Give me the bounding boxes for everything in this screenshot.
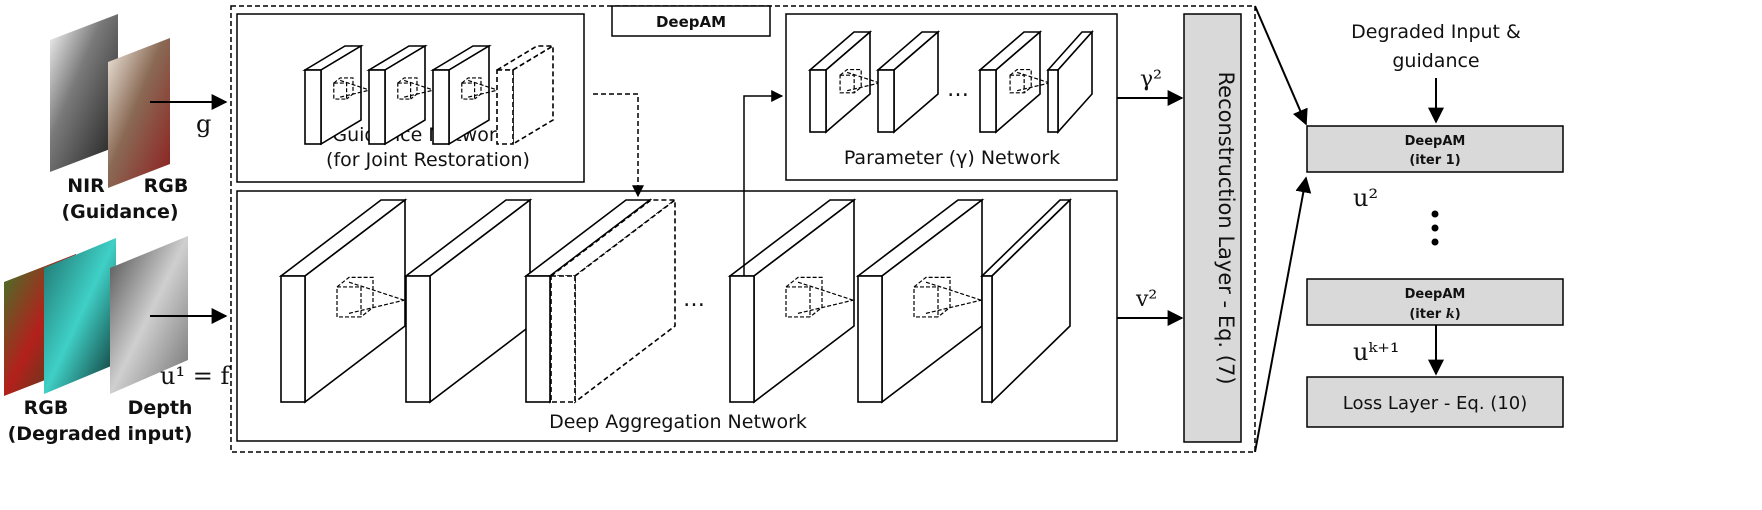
nir-label: NIR [67, 175, 105, 197]
nir-image [50, 14, 118, 172]
aggregation-network-box [236, 190, 1118, 442]
u-k-plus-1-symbol: uᵏ⁺¹ [1353, 338, 1400, 366]
guidance-block-1-kernel [333, 77, 370, 100]
deepam-title: DeepAM [656, 13, 726, 31]
guidance-block-3 [430, 44, 492, 146]
u1-equals-f-symbol: u¹ = f [160, 362, 231, 390]
aggregation-block-4-kernel [785, 276, 854, 318]
guidance-block-3-kernel [461, 77, 498, 100]
parameter-block-4 [1046, 29, 1094, 135]
guidance-network-box [236, 13, 585, 183]
aggregation-to-parameter-arrow [743, 90, 784, 276]
deepam-iterk-subtitle: (iter k) [1409, 307, 1460, 322]
parameter-network-label: Parameter (γ) Network [844, 147, 1060, 169]
guidance-block-2 [366, 44, 428, 146]
degraded-images [4, 236, 188, 396]
aggregation-network-label: Deep Aggregation Network [549, 411, 807, 433]
pipeline-input-header-line2: guidance [1392, 50, 1479, 72]
deepam-iterk-title: DeepAM [1405, 287, 1466, 302]
aggregation-network-ellipsis: … [683, 287, 705, 312]
aggregation-block-6 [980, 198, 1072, 404]
rgb-degraded-label: RGB [24, 397, 69, 419]
parameter-block-1-kernel [839, 68, 880, 94]
feature-map-blocks [278, 29, 1094, 404]
aggregation-block-5-kernel [913, 276, 982, 318]
guidance-to-aggregation-arrow [593, 93, 644, 198]
aggregation-block-4 [727, 198, 857, 404]
teal-image [44, 238, 116, 394]
loss-layer-box [1306, 376, 1564, 428]
deepam-iter1-box [1306, 125, 1564, 173]
expand-line-bottom [1254, 176, 1312, 453]
rgb-guidance-label: RGB [144, 175, 189, 197]
guidance-block-2-kernel [397, 77, 434, 100]
v-squared-symbol: v² [1135, 287, 1157, 312]
parameter-network-ellipsis: … [947, 77, 969, 102]
pipeline-vertical-dots [1431, 210, 1439, 246]
guidance-images [50, 14, 170, 188]
deepam-iter1-title: DeepAM [1405, 134, 1466, 149]
pipeline-input-header-line1: Degraded Input & [1351, 21, 1521, 43]
g-symbol: g [196, 110, 211, 138]
deepam-iter1-subtitle: (iter 1) [1409, 153, 1460, 168]
degraded-caption: (Degraded input) [8, 423, 193, 445]
rgb-guidance-image [108, 38, 170, 188]
expand-line-top [1254, 5, 1308, 126]
guidance-block-4 [494, 44, 556, 146]
reconstruction-layer-box [1183, 13, 1242, 443]
loss-layer-label: Loss Layer - Eq. (10) [1343, 393, 1528, 414]
guidance-network-label-line2: (for Joint Restoration) [326, 149, 530, 171]
aggregation-block-2 [403, 198, 533, 404]
guidance-network-label-line1: Guidance Network [332, 124, 507, 146]
depth-label: Depth [128, 397, 193, 419]
deepam-title-box [611, 5, 771, 37]
aggregation-block-5 [855, 198, 985, 404]
guidance-caption: (Guidance) [61, 201, 178, 223]
aggregation-block-1-kernel [336, 276, 405, 318]
u-squared-symbol: u² [1353, 184, 1378, 212]
parameter-block-2 [875, 30, 941, 134]
aggregation-block-3b [548, 198, 678, 404]
parameter-block-3-kernel [1009, 68, 1050, 94]
aggregation-block-1 [278, 198, 408, 404]
depth-image [110, 236, 188, 394]
gamma-squared-symbol: γ² [1140, 67, 1162, 92]
guidance-block-1 [302, 44, 364, 146]
reconstruction-layer-label: Reconstruction Layer - Eq. (7) [1214, 71, 1238, 384]
parameter-block-3 [977, 30, 1043, 134]
parameter-block-1 [807, 30, 873, 134]
